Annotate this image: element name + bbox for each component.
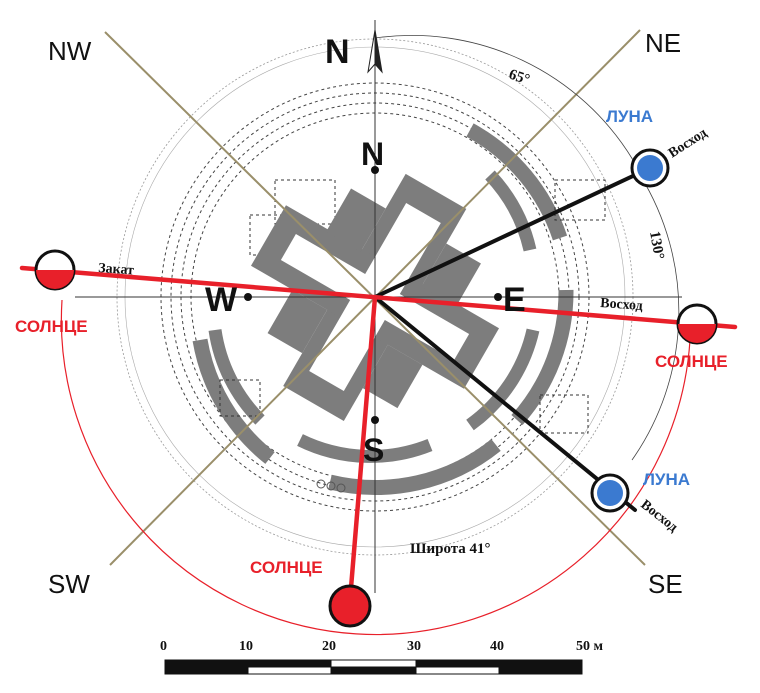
scale-tick-10: 10 bbox=[239, 639, 253, 654]
sunset-sunrise-line bbox=[19, 265, 738, 330]
scale-seg-5 bbox=[499, 660, 582, 674]
dot-s bbox=[371, 416, 379, 424]
scale-tick-20: 20 bbox=[322, 639, 336, 654]
middle-wall-arc-ne bbox=[485, 170, 537, 252]
sun-east-marker bbox=[676, 303, 718, 345]
outer-wall bbox=[192, 123, 574, 495]
inner-dots bbox=[244, 166, 502, 424]
dot-n bbox=[371, 166, 379, 174]
small-circle-3 bbox=[336, 483, 346, 493]
latitude-label: Широта 41° bbox=[410, 541, 491, 557]
structure-block-3 bbox=[267, 289, 328, 354]
scale-seg-3a bbox=[331, 667, 416, 674]
moon-markers bbox=[590, 148, 670, 513]
scale-seg-2b bbox=[247, 666, 332, 675]
sun-south-marker bbox=[328, 584, 372, 628]
dot-w bbox=[244, 293, 252, 301]
moon-se-marker bbox=[597, 480, 623, 506]
structure-block-1 bbox=[326, 188, 386, 252]
scale-seg-2a bbox=[248, 660, 331, 667]
label-sw: SW bbox=[48, 569, 90, 599]
scale-bar bbox=[164, 659, 583, 675]
sunrise-label: Восход bbox=[600, 296, 643, 314]
north-arrow-left bbox=[367, 29, 376, 74]
moonrise-ne-line bbox=[373, 166, 652, 299]
scale-tick-0: 0 bbox=[160, 639, 167, 654]
moonrise-ne-label: Восход bbox=[666, 126, 710, 162]
scale-tick-40: 40 bbox=[490, 639, 504, 654]
outer-wall-arc-s bbox=[328, 439, 501, 495]
north-arrow-right bbox=[374, 29, 383, 74]
middle-wall-arc-sw bbox=[208, 328, 265, 425]
label-se: SE bbox=[648, 569, 683, 599]
moon-label-se: ЛУНА bbox=[643, 470, 690, 489]
structure-block-2 bbox=[421, 243, 481, 307]
middle-wall-arc-s bbox=[297, 434, 433, 463]
sun-path-arc bbox=[60, 299, 691, 636]
middle-wall-arc-se bbox=[466, 328, 540, 431]
scale-tick-30: 30 bbox=[407, 639, 421, 654]
label-ne: NE bbox=[645, 28, 681, 58]
label-nw: NW bbox=[48, 36, 92, 66]
scale-seg-4b bbox=[415, 666, 500, 675]
sun-west-marker bbox=[34, 249, 76, 291]
scale-seg-1 bbox=[165, 660, 248, 674]
sun-label-south: СОЛНЦЕ bbox=[250, 558, 323, 577]
inner-label-n: N bbox=[361, 136, 384, 172]
south-sun-line bbox=[347, 294, 378, 603]
moon-ne-marker bbox=[637, 155, 663, 181]
sun-markers bbox=[34, 249, 718, 628]
outer-wall-arc-se bbox=[511, 289, 574, 426]
dashed-chamber-se bbox=[539, 394, 589, 434]
dashed-chambers bbox=[219, 179, 606, 434]
scale-tick-50: 50 м bbox=[576, 639, 604, 654]
small-circles bbox=[316, 479, 346, 493]
small-circle-1 bbox=[316, 479, 326, 489]
dot-e bbox=[494, 293, 502, 301]
sun-label-west: СОЛНЦЕ bbox=[15, 317, 88, 336]
sun-lines bbox=[19, 265, 738, 603]
sunset-label: Закат bbox=[98, 261, 135, 278]
angle-arc-65 bbox=[374, 35, 634, 161]
moon-lines bbox=[373, 166, 652, 512]
scale-frame bbox=[164, 659, 583, 675]
moon-label-ne: ЛУНА bbox=[606, 107, 653, 126]
inner-label-s: S bbox=[363, 432, 384, 468]
small-circle-2 bbox=[326, 481, 336, 491]
outer-wall-arc-sw bbox=[192, 338, 275, 464]
north-arrow-label: N bbox=[325, 33, 350, 71]
moonrise-se-label: Восход bbox=[638, 497, 681, 535]
outer-wall-arc-ne bbox=[466, 123, 568, 241]
scale-seg-3b bbox=[330, 659, 417, 668]
dashed-chamber-sw bbox=[219, 379, 261, 417]
scale-seg-4a bbox=[416, 660, 499, 667]
angle-label-65: 65° bbox=[507, 67, 532, 89]
angle-label-130: 130° bbox=[646, 230, 667, 261]
dashed-chamber-ne bbox=[554, 179, 606, 221]
inner-label-e: E bbox=[503, 281, 526, 319]
middle-wall bbox=[208, 170, 540, 463]
north-arrow bbox=[367, 29, 383, 74]
structure-block-4 bbox=[362, 344, 423, 409]
sun-label-east: СОЛНЦЕ bbox=[655, 352, 728, 371]
inner-label-w: W bbox=[205, 281, 238, 319]
moonrise-se-line bbox=[373, 295, 637, 512]
